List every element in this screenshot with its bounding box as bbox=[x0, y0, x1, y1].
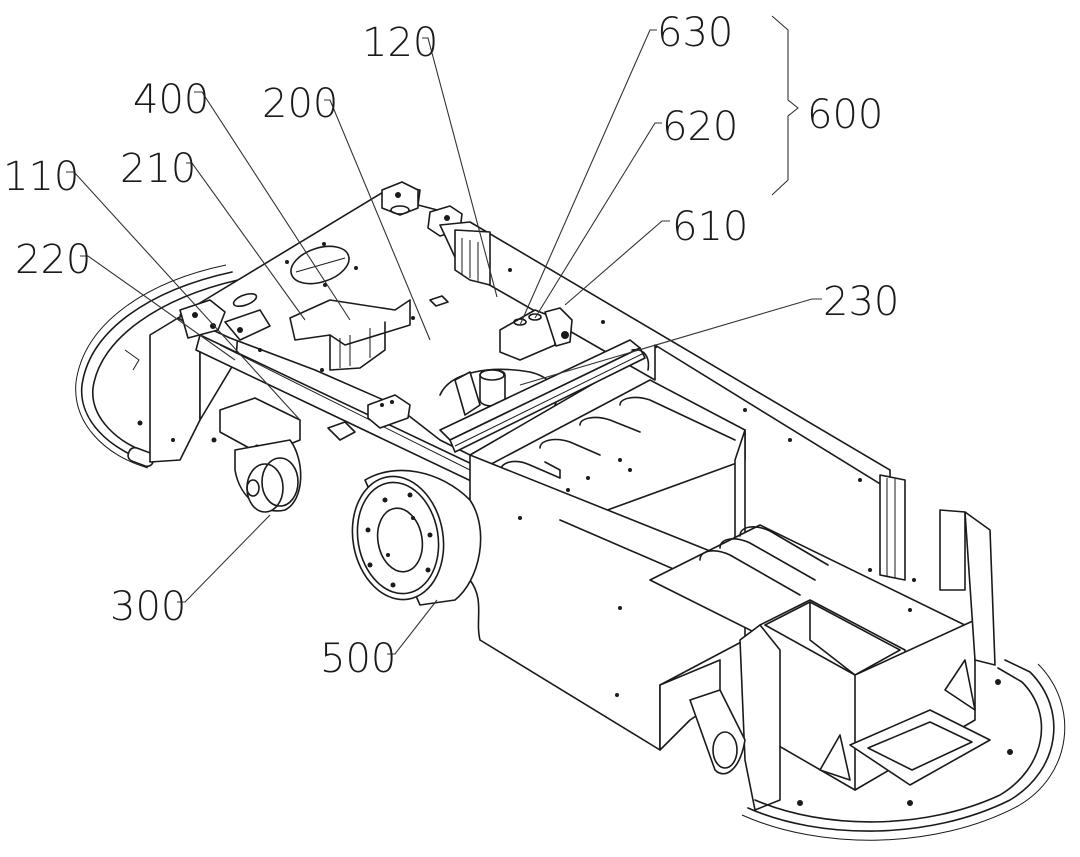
rear-caster bbox=[689, 689, 746, 775]
label-200: 200 bbox=[262, 81, 338, 127]
label-230: 230 bbox=[823, 279, 899, 325]
cable-rail bbox=[439, 339, 650, 453]
label-610: 610 bbox=[672, 204, 748, 250]
label-620: 630 bbox=[657, 10, 733, 56]
mount-blocks bbox=[327, 394, 411, 441]
leader-120 bbox=[422, 37, 498, 298]
leader-210 bbox=[186, 162, 306, 321]
group-brace-600 bbox=[771, 15, 799, 196]
jacking-module bbox=[499, 307, 573, 361]
label-500: 500 bbox=[320, 636, 396, 682]
leader-lines bbox=[66, 15, 822, 655]
rear-posts bbox=[739, 474, 996, 811]
label-630: 620 bbox=[662, 104, 738, 150]
label-600: 600 bbox=[807, 92, 883, 138]
leader-620 bbox=[519, 29, 657, 326]
front-caster-wheel bbox=[211, 397, 302, 513]
leader-630 bbox=[534, 122, 662, 319]
label-110: 110 bbox=[3, 154, 79, 200]
label-210: 210 bbox=[120, 146, 196, 192]
leader-230 bbox=[519, 298, 822, 386]
leader-300 bbox=[177, 514, 271, 603]
label-120: 120 bbox=[362, 20, 438, 66]
leader-610 bbox=[564, 220, 670, 306]
rear-bumper bbox=[741, 659, 1066, 841]
leader-500 bbox=[387, 599, 438, 655]
leader-110 bbox=[66, 171, 301, 421]
label-220: 220 bbox=[15, 237, 91, 283]
lower-body bbox=[469, 454, 746, 751]
label-400: 400 bbox=[133, 77, 209, 123]
leader-400 bbox=[194, 91, 351, 321]
reference-labels: 120 400 200 110 210 220 630 600 620 610 … bbox=[3, 10, 899, 682]
leader-200 bbox=[324, 99, 431, 341]
label-300: 300 bbox=[110, 584, 186, 630]
leader-220 bbox=[80, 255, 236, 361]
drive-wheel bbox=[351, 469, 482, 606]
